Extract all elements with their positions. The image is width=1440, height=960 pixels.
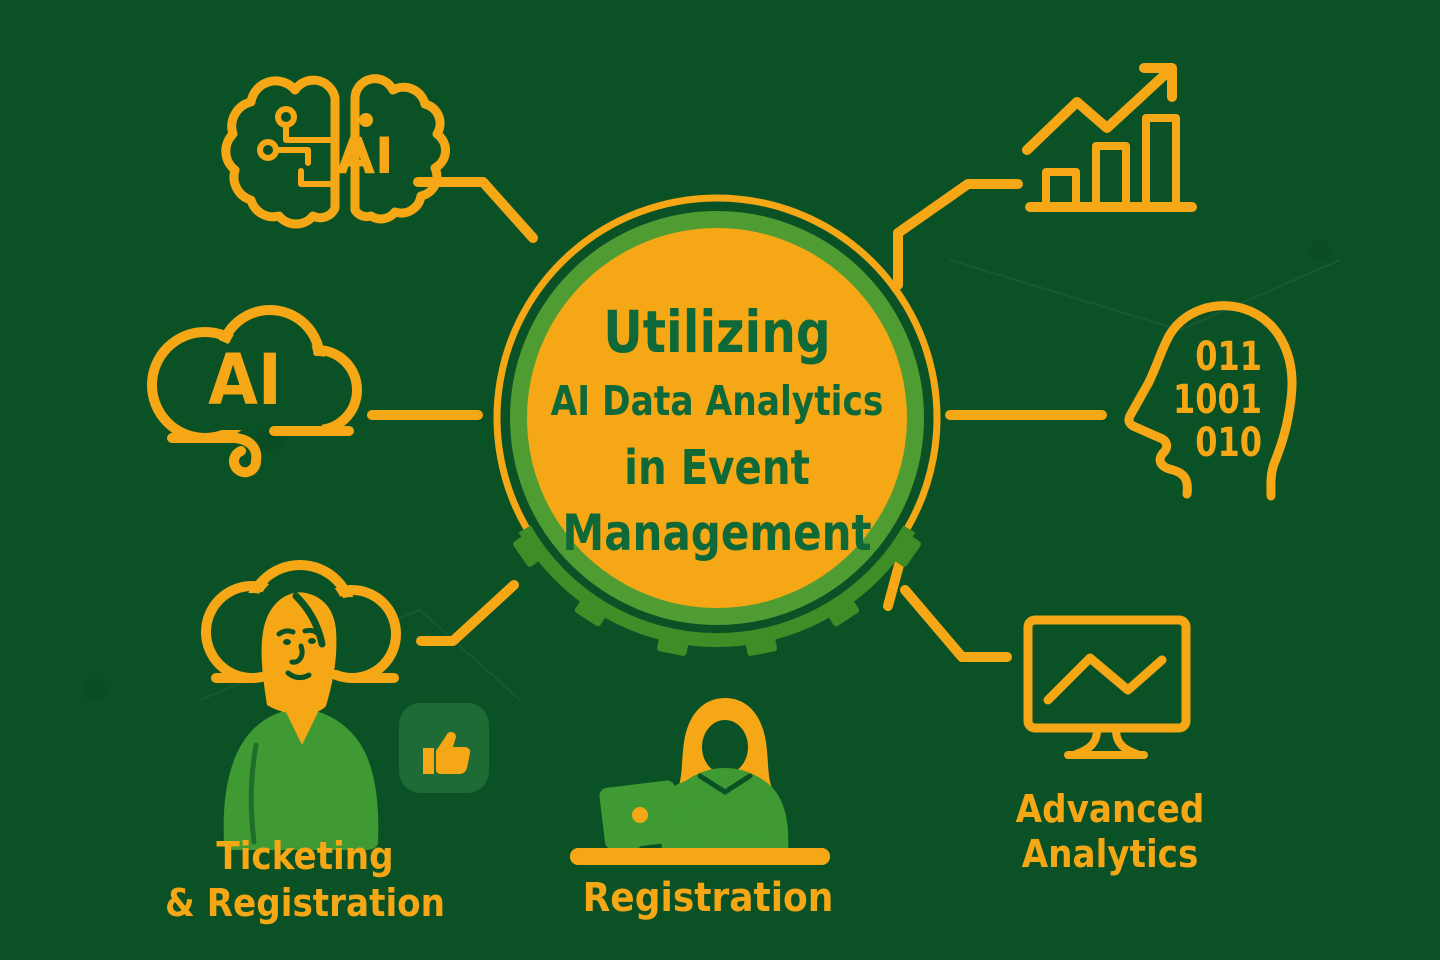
advanced-analytics-label-line2: Analytics <box>1021 832 1199 876</box>
person-arm-crease <box>248 742 259 845</box>
connector-lines <box>367 177 1107 662</box>
ai-brain-icon <box>221 74 451 229</box>
laptop-base <box>666 834 772 848</box>
registration-person-icon <box>570 698 830 865</box>
person-shirt <box>223 708 379 850</box>
ai-cloud-icon <box>147 305 362 478</box>
person-vneck <box>284 703 320 745</box>
binary-line2: 1001 <box>1172 377 1262 423</box>
chart-trend-line <box>1022 65 1175 155</box>
analytics-monitor-icon <box>1023 615 1191 759</box>
gear-teeth <box>512 534 922 656</box>
outer-orange-ring <box>493 194 941 530</box>
person-face-features <box>276 592 326 681</box>
center-title: Utilizing AI Data Analytics in Event Man… <box>541 297 894 565</box>
brain-right-lobe <box>350 74 451 224</box>
nose <box>289 643 305 665</box>
head-binary-text: 011 1001 010 <box>1126 336 1262 465</box>
ticketing-label-line1: Ticketing <box>216 834 394 878</box>
eyebrow-right <box>302 627 320 636</box>
registration-face <box>702 720 748 774</box>
center-title-line3: in Event <box>624 440 810 496</box>
inner-green-ring <box>510 211 924 625</box>
advanced-analytics-label-line1: Advanced <box>1015 787 1205 831</box>
hair-part <box>292 592 326 648</box>
registration-collar <box>697 773 753 795</box>
brain-left-lobe <box>221 75 340 229</box>
connector-bottom-right <box>900 585 1012 662</box>
monitor-screen <box>1023 615 1191 733</box>
support-person-icon <box>201 560 401 850</box>
cloud-ai-text: AI <box>208 339 282 421</box>
person-face <box>261 592 337 715</box>
chart-trend-arrowhead <box>1139 63 1177 102</box>
chart-bar-3 <box>1142 114 1180 211</box>
brain-dot <box>359 113 373 127</box>
central-circle <box>493 194 941 656</box>
smile <box>285 670 312 681</box>
ticketing-label-line2: & Registration <box>164 881 446 925</box>
eye-left <box>283 639 291 645</box>
chart-bar-2 <box>1092 142 1130 211</box>
registration-label: Registration <box>582 875 834 921</box>
eye-right <box>308 638 316 644</box>
binary-head-icon <box>1124 301 1297 501</box>
brain-ai-text: AI <box>336 127 394 185</box>
laptop-logo-dot <box>632 807 648 823</box>
center-disc <box>527 228 907 608</box>
brain-circuit <box>257 106 334 187</box>
monitor-stand-right <box>1112 726 1141 758</box>
monitor-graph-line <box>1043 653 1167 705</box>
binary-line1: 011 <box>1195 334 1262 380</box>
center-title-line4: Management <box>562 504 872 562</box>
connector-bottom-left <box>416 580 519 646</box>
cloud-curl <box>229 433 262 478</box>
chart-bar-1 <box>1042 168 1080 211</box>
connector-top-right <box>893 179 1023 290</box>
ticketing-label: Ticketing & Registration <box>161 833 449 927</box>
center-title-line2: AI Data Analytics <box>550 377 884 425</box>
gear-band <box>518 525 916 648</box>
center-title-line1: Utilizing <box>603 298 831 366</box>
eyebrow-left <box>276 628 296 637</box>
desk <box>570 848 830 865</box>
binary-line3: 010 <box>1195 420 1262 466</box>
monitor-stand-left <box>1072 726 1101 758</box>
thumbs-up-icon <box>399 703 489 793</box>
connector-bottom-right-stub <box>883 560 904 611</box>
laptop <box>599 780 681 850</box>
advanced-analytics-label: Advanced Analytics <box>993 787 1227 877</box>
growth-chart-icon <box>1022 63 1197 212</box>
